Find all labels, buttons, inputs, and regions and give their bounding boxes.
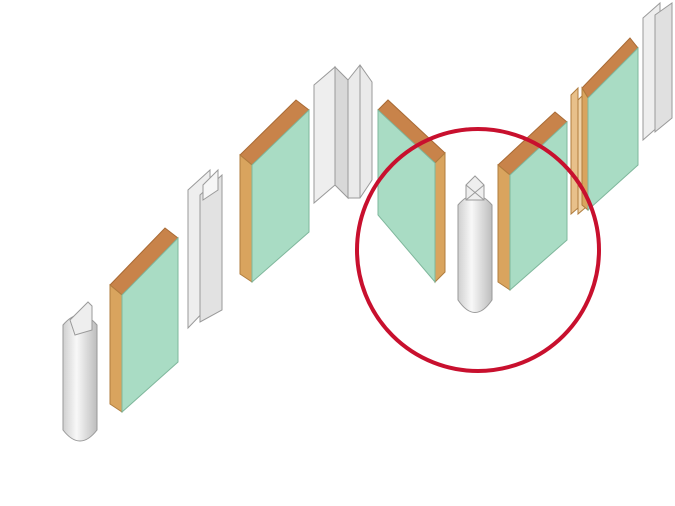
h-joint-profile-1 [187,168,223,330]
panel-3 [377,99,446,284]
highlight-circle [355,127,601,373]
round-end-profile [62,301,98,442]
outer-corner-profile [313,64,373,205]
panel-5 [581,37,639,212]
panel-2 [239,99,310,284]
end-profile [642,1,673,142]
panel-4 [497,111,568,292]
round-corner-profile[interactable] [457,175,493,313]
panel-1 [109,227,179,414]
